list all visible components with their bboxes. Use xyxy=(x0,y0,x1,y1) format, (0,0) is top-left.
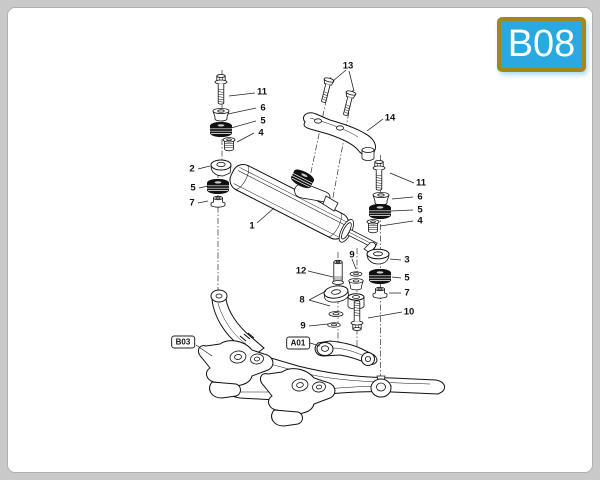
callout-6-b: 6 xyxy=(417,191,423,203)
bolt-13-b xyxy=(340,89,357,117)
steering-arm-a01 xyxy=(314,340,378,366)
damper-eye-left xyxy=(210,159,232,177)
callout-5-a: 5 xyxy=(260,115,266,127)
bushing-5-right xyxy=(368,203,392,220)
ref-link-b03[interactable]: B03 xyxy=(171,335,195,349)
steering-damper-body xyxy=(229,163,378,250)
damper-rod-eye xyxy=(363,241,390,265)
callout-14: 14 xyxy=(384,112,396,124)
callout-4-a: 4 xyxy=(258,127,264,139)
bolt-13-a xyxy=(318,76,335,104)
callout-7-a: 7 xyxy=(189,197,195,209)
bracket-14 xyxy=(302,112,377,161)
callout-11-b: 11 xyxy=(415,177,427,189)
washer-6-right xyxy=(372,191,390,206)
ref-link-a01[interactable]: A01 xyxy=(286,336,310,350)
callout-5-b: 5 xyxy=(190,182,196,194)
washer-9-lower-b xyxy=(327,322,341,328)
cup-washer-7-mid xyxy=(210,195,226,208)
callout-13: 13 xyxy=(342,60,354,72)
bushing-5-mid xyxy=(206,178,230,195)
beam-eye-bushing xyxy=(370,375,392,398)
callout-1: 1 xyxy=(249,220,255,232)
cup-washer-7-lower xyxy=(372,286,388,299)
flanged-bush-upper xyxy=(348,278,364,291)
callout-7-b: 7 xyxy=(404,287,410,299)
spacer-4-left xyxy=(222,137,236,152)
callout-9-a: 9 xyxy=(349,249,355,261)
washer-6-left xyxy=(212,108,230,122)
callout-8: 8 xyxy=(299,294,305,306)
bushing-5-left xyxy=(209,121,233,138)
bolt-11-left xyxy=(214,74,228,105)
axle-assembly-b03 xyxy=(198,289,445,427)
callout-2: 2 xyxy=(189,163,195,175)
page-code-badge: B08 xyxy=(497,17,586,72)
callout-12: 12 xyxy=(295,265,307,277)
bolt-11-right xyxy=(372,160,386,191)
callout-6-a: 6 xyxy=(260,102,266,114)
link-bracket-8 xyxy=(323,285,365,310)
callout-9-b: 9 xyxy=(300,320,306,332)
callout-11-a: 11 xyxy=(256,86,268,98)
pin-12 xyxy=(332,259,344,285)
callout-3: 3 xyxy=(404,254,410,266)
bushing-5-lower xyxy=(368,268,392,285)
callout-5-d: 5 xyxy=(404,272,410,284)
callout-5-c: 5 xyxy=(417,204,423,216)
washer-9-upper xyxy=(349,271,363,277)
leader-lines xyxy=(195,69,415,357)
callout-10: 10 xyxy=(403,306,415,318)
spacer-4-right xyxy=(366,219,380,234)
callout-4-b: 4 xyxy=(417,215,423,227)
washer-9-lower-a xyxy=(328,311,344,317)
